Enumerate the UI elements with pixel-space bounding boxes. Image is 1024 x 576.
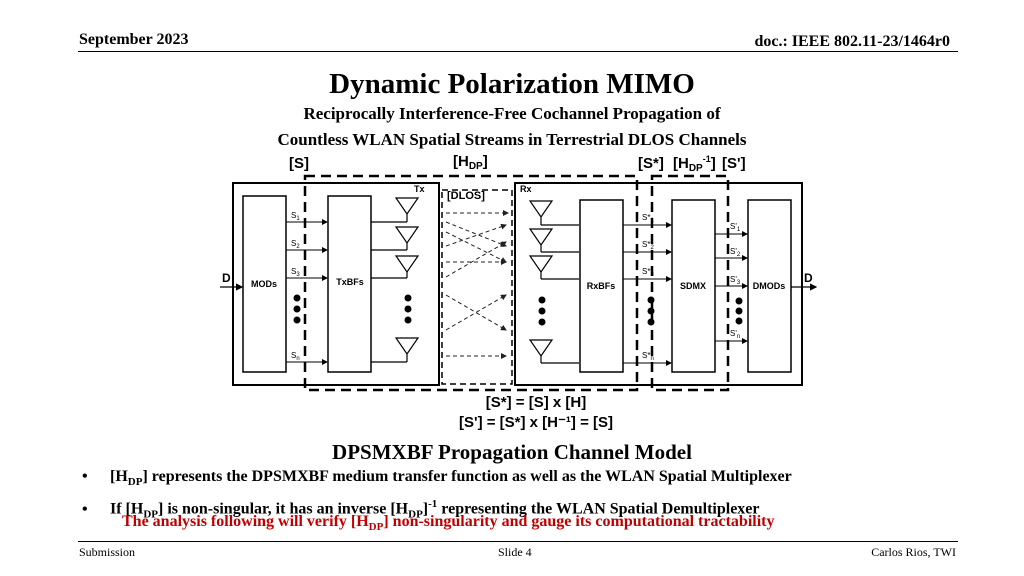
subtitle-line-1: Reciprocally Interference-Free Cochannel…: [303, 104, 721, 123]
sn-label: Sn: [291, 351, 300, 362]
equation-sprime: [S'] = [S*] x [H⁻¹] = [S]: [459, 414, 613, 431]
ellipsis-dots-sprime: [735, 297, 743, 325]
sstar3-label: S*3: [642, 267, 654, 278]
dlos-label: [DLOS]: [447, 190, 485, 202]
sprimen-label: S'n: [730, 329, 740, 340]
label-sprime-matrix: [S']: [722, 155, 746, 172]
subtitle-line-2: Countless WLAN Spatial Streams in Terres…: [277, 130, 747, 149]
s2-label: S2: [291, 239, 300, 250]
txbfs-label: TxBFs: [336, 277, 364, 287]
bullet-marker: •: [82, 500, 88, 518]
footer-submission: Submission: [79, 545, 136, 559]
rxbfs-label: RxBFs: [587, 281, 616, 291]
sprime3-label: S'3: [730, 275, 741, 286]
s3-label: S3: [291, 267, 300, 278]
header-rule: [78, 51, 958, 52]
txbfs-block: [327, 195, 372, 373]
header-date: September 2023: [79, 31, 189, 48]
footer-rule: [78, 541, 958, 542]
dmods-label: DMODs: [753, 281, 786, 291]
rx-label: Rx: [520, 184, 532, 194]
data-out-label: D: [804, 271, 813, 285]
bullet-1: •[HDP] represents the DPSMXBF medium tra…: [82, 468, 792, 489]
dlos-paths: [445, 210, 509, 359]
section-title: DPSMXBF Propagation Channel Model: [332, 440, 692, 464]
label-hdp: [HDP]: [453, 153, 488, 172]
ellipsis-dots-rx: [538, 296, 546, 326]
footer-author: Carlos Rios, TWI: [871, 545, 956, 559]
dmods-block: [747, 199, 792, 373]
ellipsis-dots-sstar: [647, 296, 655, 326]
sdmx-label: SDMX: [680, 281, 706, 291]
rx-antennas: [528, 200, 579, 364]
sprime-arrows: [715, 231, 748, 344]
rxbfs-block: [579, 199, 624, 373]
hdp-dashed-frame: [303, 174, 639, 392]
mods-block: [242, 195, 287, 373]
bullet-2: •If [HDP] is non-singular, it has an inv…: [82, 498, 760, 521]
tx-label: Tx: [414, 184, 425, 194]
sstarn-label: S*n: [642, 351, 654, 362]
bullet-list: •[HDP] represents the DPSMXBF medium tra…: [82, 466, 792, 526]
block-diagram: [S] [HDP] [S*] [HDP-1] [S'] MODs TxBFs R…: [220, 153, 818, 431]
tx-frame: [232, 182, 440, 386]
bullet-marker: •: [82, 468, 88, 485]
sprime2-label: S'2: [730, 247, 741, 258]
label-hdp-inverse: [HDP-1]: [673, 154, 716, 174]
dlos-dashed-frame: [441, 189, 513, 385]
sstar-arrows: [623, 222, 672, 366]
analysis-note: The analysis following will verify [HDP]…: [122, 513, 775, 534]
rx-frame: [514, 182, 803, 386]
slide-title: Dynamic Polarization MIMO: [329, 68, 695, 100]
s1-label: S1: [291, 211, 300, 222]
sstar2-label: S*2: [642, 240, 654, 251]
ellipsis-dots-tx: [404, 294, 412, 324]
equation-sstar: [S*] = [S] x [H]: [486, 394, 586, 411]
tx-antennas: [371, 197, 420, 363]
data-in-label: D: [222, 271, 231, 285]
mods-label: MODs: [251, 279, 277, 289]
hdp-inverse-dashed-frame: [650, 174, 730, 392]
label-s-matrix: [S]: [289, 155, 309, 172]
ellipsis-dots-s: [293, 294, 301, 324]
footer-slide-number: Slide 4: [498, 545, 532, 559]
sstar1-label: S*1: [642, 213, 654, 224]
sprime1-label: S'1: [730, 222, 741, 233]
label-sstar-matrix: [S*]: [638, 155, 664, 172]
header-doc: doc.: IEEE 802.11-23/1464r0: [754, 33, 950, 50]
